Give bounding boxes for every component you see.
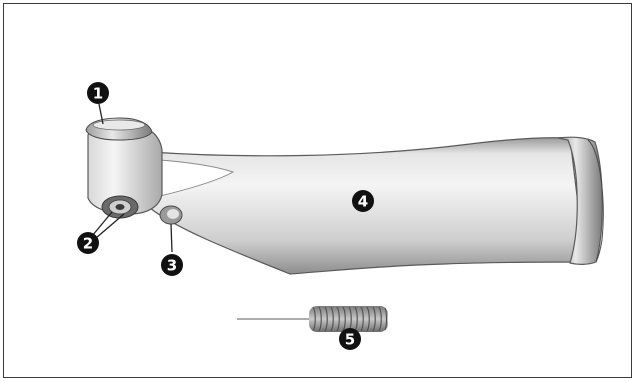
svg-text:3: 3: [167, 257, 177, 275]
callout-4: 4: [352, 190, 374, 212]
chuck-center: [116, 204, 125, 210]
leader-line-3: [171, 224, 172, 252]
callout-3: 3: [161, 254, 183, 276]
callout-2: 2: [77, 232, 99, 254]
svg-text:2: 2: [83, 235, 93, 253]
svg-text:1: 1: [93, 85, 103, 103]
spray-outlet-inner: [167, 209, 179, 219]
push-button-top: [93, 120, 145, 130]
callout-1: 1: [87, 82, 109, 104]
svg-text:4: 4: [358, 193, 368, 211]
callout-5: 5: [339, 328, 361, 350]
svg-text:5: 5: [345, 331, 355, 349]
